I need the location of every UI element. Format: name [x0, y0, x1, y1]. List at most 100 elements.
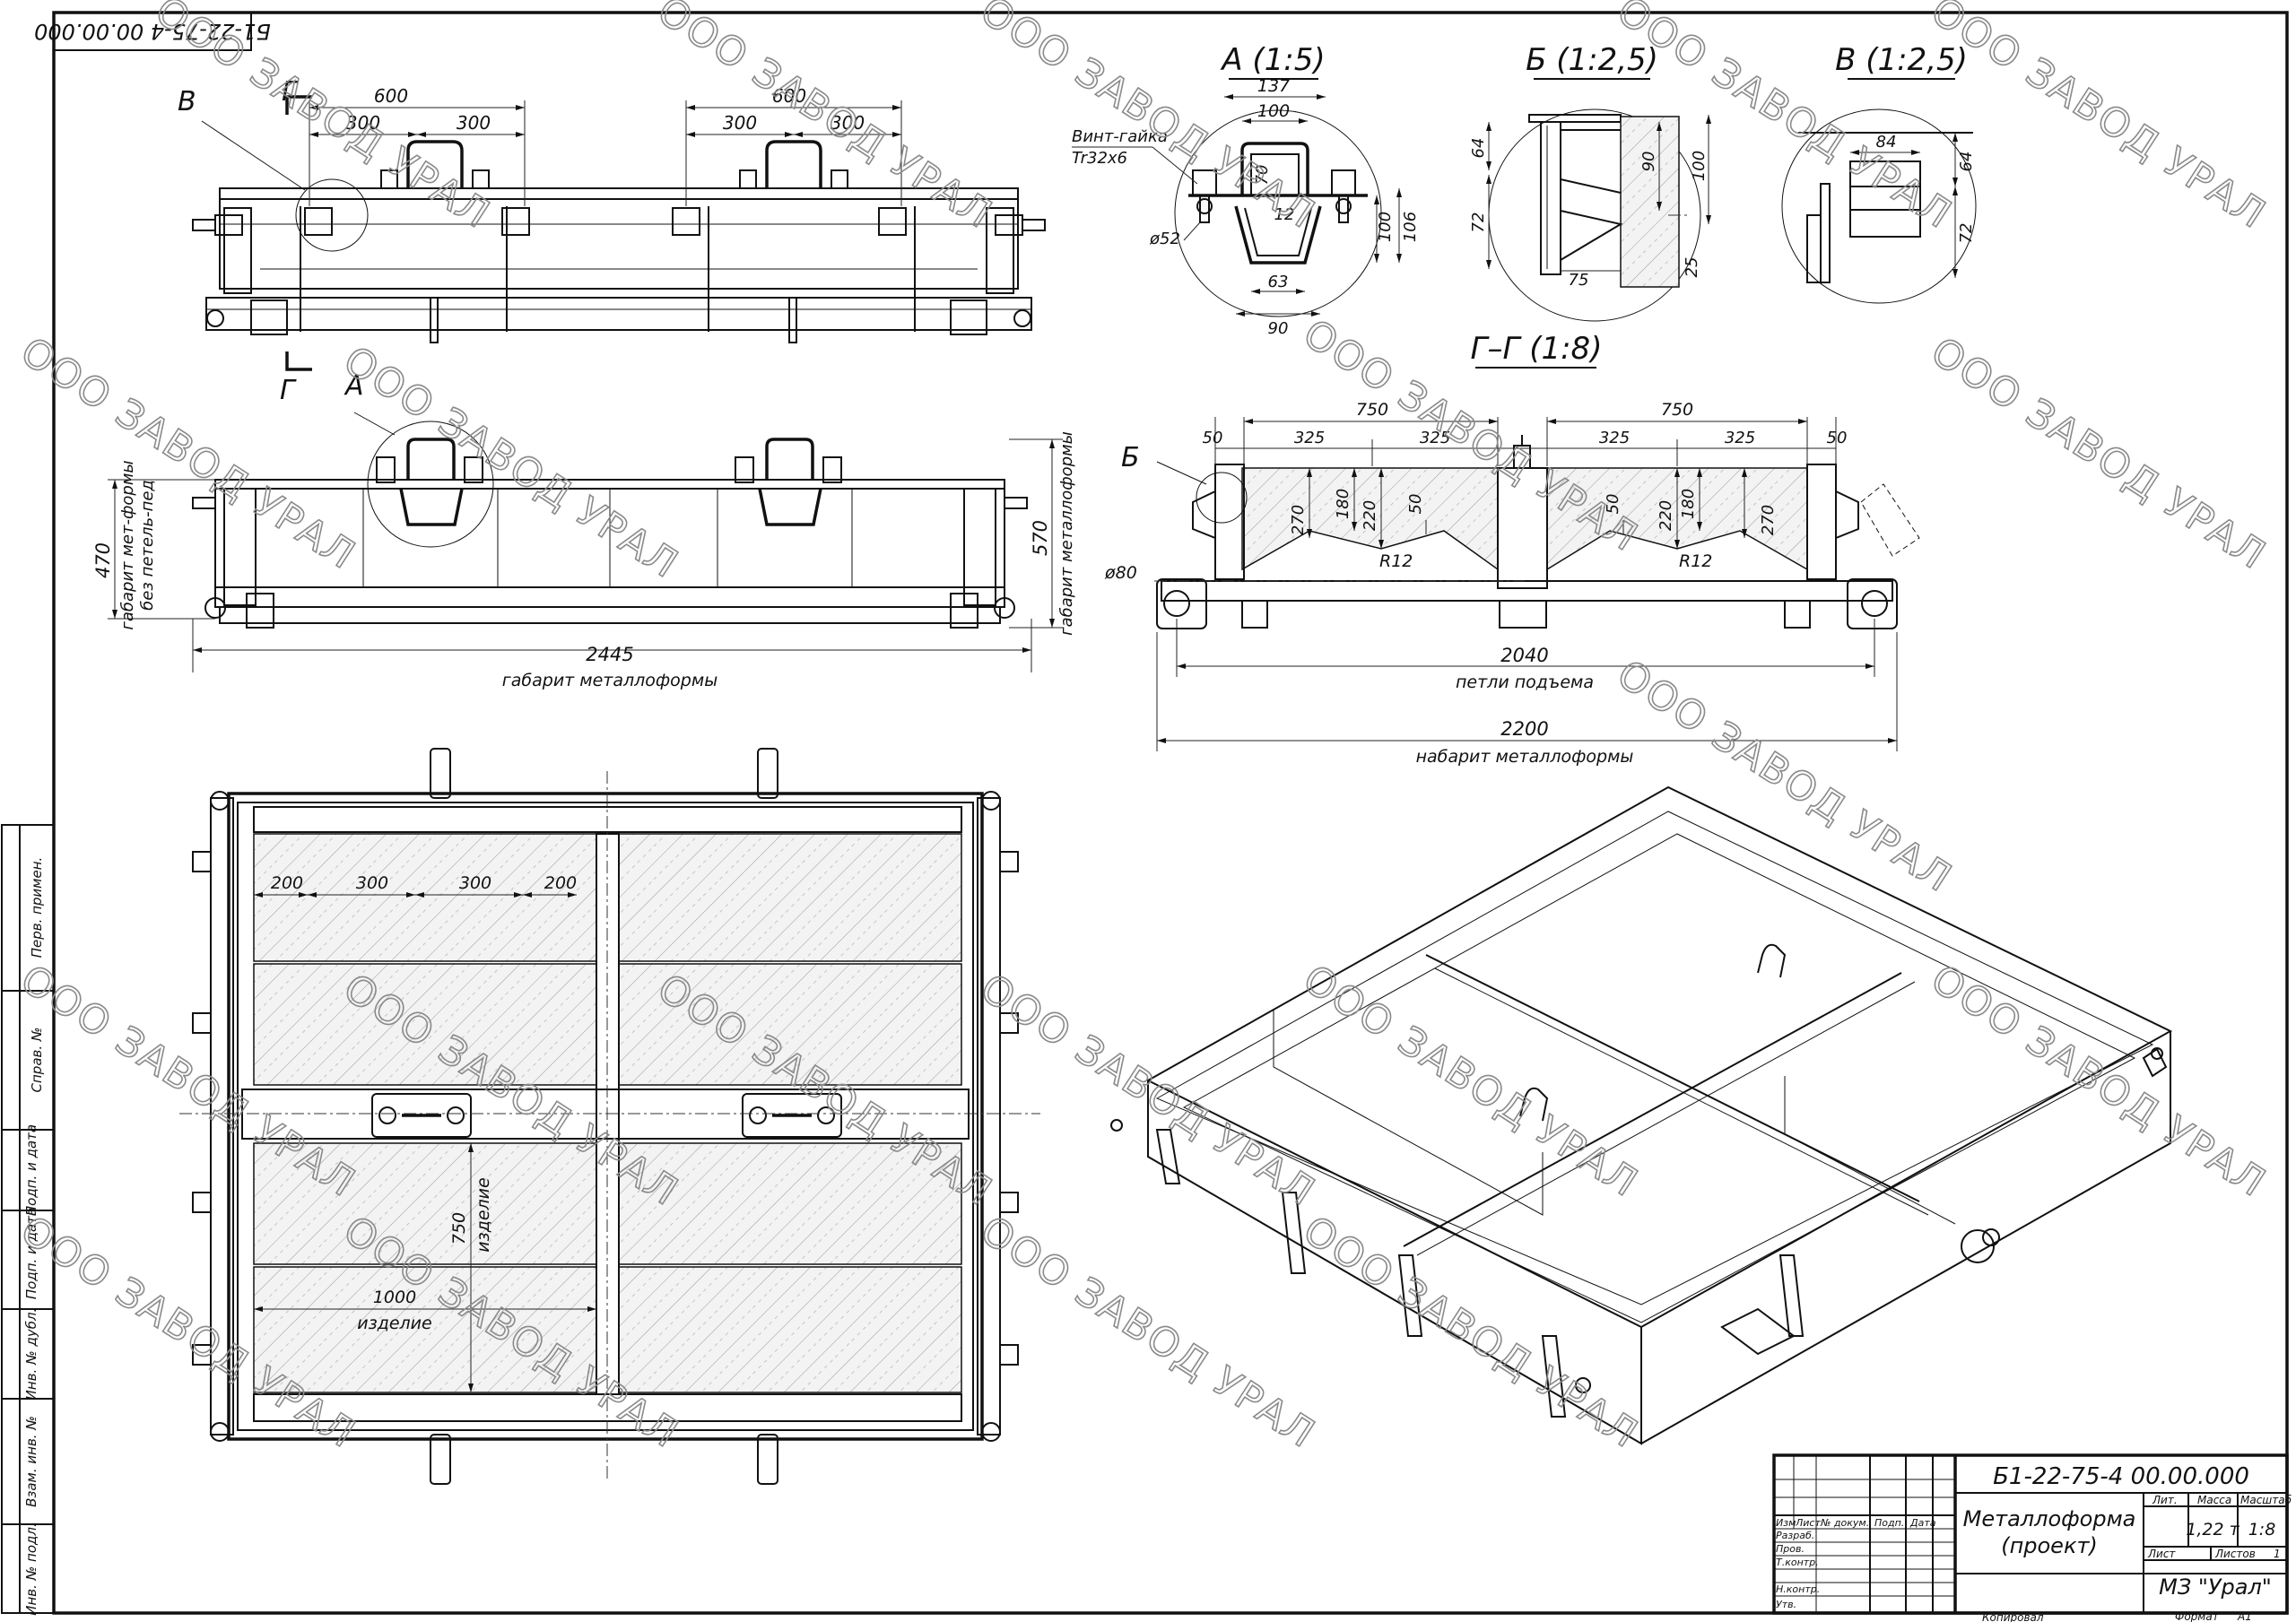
tb-row-nkontr: Н.контр. — [1776, 1583, 1820, 1595]
front-view: В Г Г 600 300 300 600 300 300 — [178, 76, 1046, 406]
watermark: ООО ЗАВОД УРАЛ — [335, 337, 687, 587]
section-gg-title: Г–Г (1:8) — [1471, 331, 1603, 367]
tb-row-tkontr: Т.контр. — [1776, 1557, 1819, 1568]
plan-product-l-label: изделие — [357, 1314, 431, 1333]
detail-a-dim-70: 70 — [1253, 165, 1272, 186]
plan-dim-300-a: 300 — [356, 873, 388, 893]
sv-h470: 470 — [92, 542, 114, 578]
watermark: ООО ЗАВОД УРАЛ — [1923, 956, 2274, 1206]
watermark: ООО ЗАВОД УРАЛ — [972, 1207, 1324, 1457]
watermark: ООО ЗАВОД УРАЛ — [1609, 651, 1961, 901]
marker-a: А — [344, 370, 364, 402]
watermark: ООО ЗАВОД УРАЛ — [1295, 1207, 1647, 1457]
sec-in-180-b: 180 — [1679, 489, 1698, 519]
detail-a-dim-100v: 100 — [1376, 212, 1395, 242]
section-gg: Г–Г (1:8) Б 750 750 50 32 — [1104, 331, 1920, 767]
sv-h570-label: габарит металлоформы — [1057, 431, 1076, 636]
sheet-frame: Б1-22-75-4 00.00.000 — [34, 11, 2289, 1615]
tb-name-1: Металлоформа — [1963, 1506, 2136, 1531]
watermark: ООО ЗАВОД УРАЛ — [1295, 956, 1647, 1206]
detail-b-title: Б (1:2,5) — [1526, 42, 1658, 78]
detail-a-title: А (1:5) — [1220, 42, 1325, 78]
tb-head-data: Дата — [1909, 1517, 1936, 1529]
tb-name-2: (проект) — [2001, 1533, 2098, 1558]
tb-listov-val: 1 — [2274, 1548, 2281, 1560]
plan-dim-200-b: 200 — [544, 873, 577, 893]
plan-product-w: 750 — [449, 1212, 469, 1245]
detail-b-dim-25: 25 — [1683, 257, 1701, 278]
tb-listov: Листов — [2214, 1548, 2256, 1560]
stamp-perv: Перв. примен. — [29, 857, 45, 958]
fv-dim-300-a: 300 — [346, 112, 380, 134]
detail-v: В (1:2,5) 84 64 72 — [1781, 42, 1977, 304]
sec-in-220-b: 220 — [1657, 500, 1675, 531]
fv-dim-300-b: 300 — [457, 112, 491, 134]
sec-dim-750-right: 750 — [1661, 400, 1693, 420]
detail-a: А (1:5) 137 100 70 12 100 106 63 90 ø52 … — [1072, 42, 1420, 338]
tb-massa: Масса — [2197, 1494, 2231, 1506]
detail-a-dim-d52: ø52 — [1149, 230, 1180, 248]
detail-b-dim-72: 72 — [1469, 213, 1488, 233]
tb-masshtab-val: 1:8 — [2248, 1520, 2276, 1540]
watermark-layer: ООО ЗАВОД УРАЛ ООО ЗАВОД УРАЛ ООО ЗАВОД … — [12, 0, 2274, 1458]
tb-head-list: Лист — [1795, 1517, 1821, 1529]
detail-a-dim-12: 12 — [1274, 205, 1295, 224]
plan-view: 200 300 300 200 750 изделие 1000 изделие — [179, 748, 1040, 1485]
sec-dim-50-a: 50 — [1203, 429, 1223, 447]
plan-dim-200-a: 200 — [271, 873, 303, 893]
sec-dim-50-b: 50 — [1827, 429, 1848, 447]
plan-product-w-label: изделие — [474, 1177, 493, 1252]
fv-dim-600-right: 600 — [772, 85, 806, 107]
tb-list: Лист — [2147, 1548, 2176, 1560]
isometric-view — [1110, 785, 2173, 1445]
detail-a-screw-1: Винт-гайка — [1072, 127, 1168, 146]
sv-h470-label2: без петель-пед — [138, 480, 157, 611]
tb-masshtab: Масштаб — [2240, 1494, 2292, 1506]
sec-in-270-a: 270 — [1289, 505, 1308, 535]
detail-b-dim-100: 100 — [1690, 151, 1709, 181]
detail-a-dim-90: 90 — [1268, 319, 1289, 338]
stamp-podp-1: Подп. и дата — [23, 1208, 39, 1299]
sec-in-50-b: 50 — [1604, 494, 1622, 515]
tb-row-utv: Утв. — [1776, 1599, 1796, 1610]
watermark: ООО ЗАВОД УРАЛ — [13, 328, 364, 578]
sec-lift-dim: 2040 — [1500, 645, 1548, 666]
tb-lit: Лит. — [2152, 1494, 2178, 1506]
detail-v-title: В (1:2,5) — [1835, 42, 1968, 78]
sv-overall-width-label: габарит металлоформы — [502, 671, 718, 690]
tb-format-val: А1 — [2237, 1610, 2252, 1622]
rotated-doc-code: Б1-22-75-4 00.00.000 — [34, 19, 271, 44]
marker-g-bottom: Г — [280, 375, 297, 406]
sec-lift-label: петли подъема — [1456, 672, 1594, 692]
sv-h570: 570 — [1030, 520, 1051, 556]
sec-radius-left: R12 — [1379, 551, 1413, 571]
sec-in-180-a: 180 — [1334, 489, 1352, 519]
tb-format: Формат — [2175, 1610, 2220, 1622]
tb-head-ndoc: № докум. — [1820, 1517, 1869, 1529]
sec-dim-750-left: 750 — [1356, 400, 1388, 420]
plan-dim-300-b: 300 — [459, 873, 491, 893]
sec-dim-325-c: 325 — [1599, 429, 1630, 447]
tb-head-izm: Изм — [1776, 1517, 1796, 1529]
tb-kopiroval: Копировал — [1982, 1611, 2044, 1622]
sec-dim-325-d: 325 — [1725, 429, 1755, 447]
watermark: ООО ЗАВОД УРАЛ — [972, 965, 1324, 1215]
sec-overall-label: набарит металлоформы — [1416, 747, 1634, 767]
sec-in-270-b: 270 — [1759, 505, 1778, 535]
detail-v-dim-64: 64 — [1957, 152, 1976, 172]
stamp-podp-2: Подп. и дата — [23, 1124, 39, 1216]
marker-v: В — [178, 86, 196, 117]
marker-b: Б — [1121, 442, 1140, 473]
sv-overall-width: 2445 — [586, 644, 633, 665]
tb-head-podp: Подп. — [1874, 1517, 1904, 1529]
left-stamp: Перв. примен. Справ. № Подп. и дата Инв.… — [1, 824, 55, 1616]
side-view: А 2445 габарит металлоформы 470 габарит … — [92, 370, 1076, 690]
sec-dim-325-a: 325 — [1294, 429, 1325, 447]
detail-a-dim-63: 63 — [1268, 273, 1289, 291]
stamp-vzam: Взам. инв. № — [23, 1416, 39, 1507]
detail-b: Б (1:2,5) 64 72 90 100 75 25 — [1469, 42, 1711, 322]
detail-b-dim-90: 90 — [1639, 152, 1658, 172]
watermark: ООО ЗАВОД УРАЛ — [147, 0, 499, 239]
sec-dim-325-b: 325 — [1420, 429, 1450, 447]
fv-dim-300-d: 300 — [831, 112, 865, 134]
